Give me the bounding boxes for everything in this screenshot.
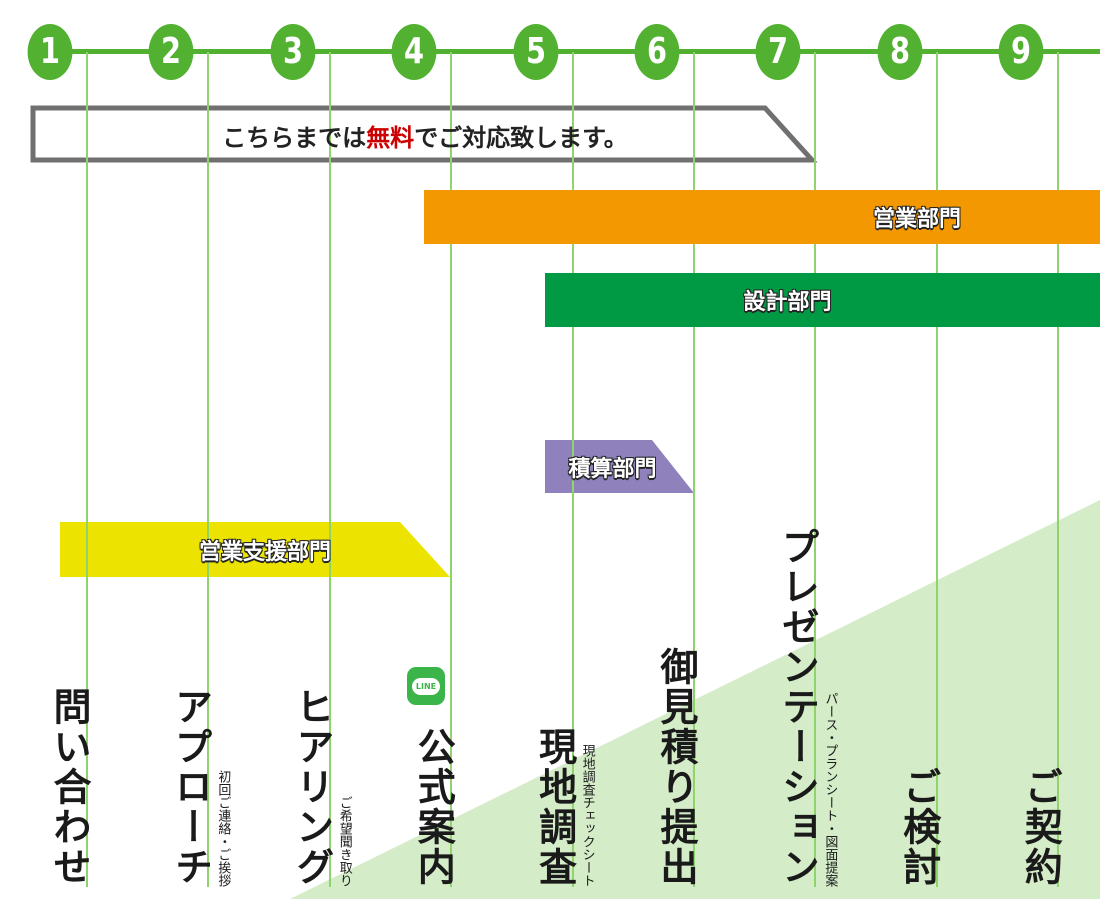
step-number-6: 6 — [634, 24, 680, 80]
step-sublabel: 現地調査チェックシート — [579, 744, 595, 887]
free-banner-text: こちらまでは無料でご対応致します。 — [222, 124, 628, 152]
step-number-5: 5 — [513, 24, 558, 80]
step-label: 問い合わせ — [47, 687, 91, 887]
step-number-8: 8 — [877, 24, 923, 80]
sales-support-shape — [60, 522, 450, 577]
step-divider — [328, 52, 331, 887]
step-number-9: 9 — [998, 24, 1044, 80]
step-label: 現地調査 — [532, 727, 577, 887]
estimate-department-bar: 積算部門 — [568, 456, 657, 482]
step-number-7: 7 — [755, 24, 801, 80]
step-sublabel: パース・プランシート・図面提案 — [822, 692, 838, 887]
step-number-2: 2 — [148, 24, 194, 80]
estimate-tab-shape — [545, 440, 694, 493]
line-app-icon[interactable]: LINE — [407, 667, 445, 705]
sales-support-department-bar: 営業支援部門 — [198, 539, 331, 565]
step-label: アプローチ — [168, 687, 213, 887]
step-divider — [814, 52, 817, 887]
step-divider — [207, 52, 210, 887]
step-label: ご契約 — [1018, 767, 1063, 887]
step-number-3: 3 — [270, 24, 316, 80]
step-number-1: 1 — [27, 24, 73, 80]
step-sublabel: 初回ご連絡・ご挨拶 — [215, 770, 231, 887]
step-divider — [1057, 52, 1060, 887]
step-label: ご検討 — [896, 767, 941, 887]
step-label: 公式案内 — [411, 727, 456, 887]
step-label: 御見積り提出 — [654, 647, 698, 887]
timeline-line — [40, 49, 1100, 54]
step-number-4: 4 — [391, 24, 437, 80]
step-divider — [935, 52, 938, 887]
step-sublabel: ご希望聞き取り — [336, 796, 352, 887]
step-divider — [693, 52, 695, 887]
step-divider — [86, 52, 88, 887]
step-divider — [571, 52, 574, 887]
free-banner-shape — [30, 105, 818, 163]
step-divider — [450, 52, 453, 887]
step-label: ヒアリング — [289, 687, 334, 887]
design-department-bar: 設計部門 — [545, 273, 1100, 327]
sales-department-bar: 営業部門 — [424, 190, 1100, 244]
step-label: プレゼンテーション — [775, 527, 820, 887]
